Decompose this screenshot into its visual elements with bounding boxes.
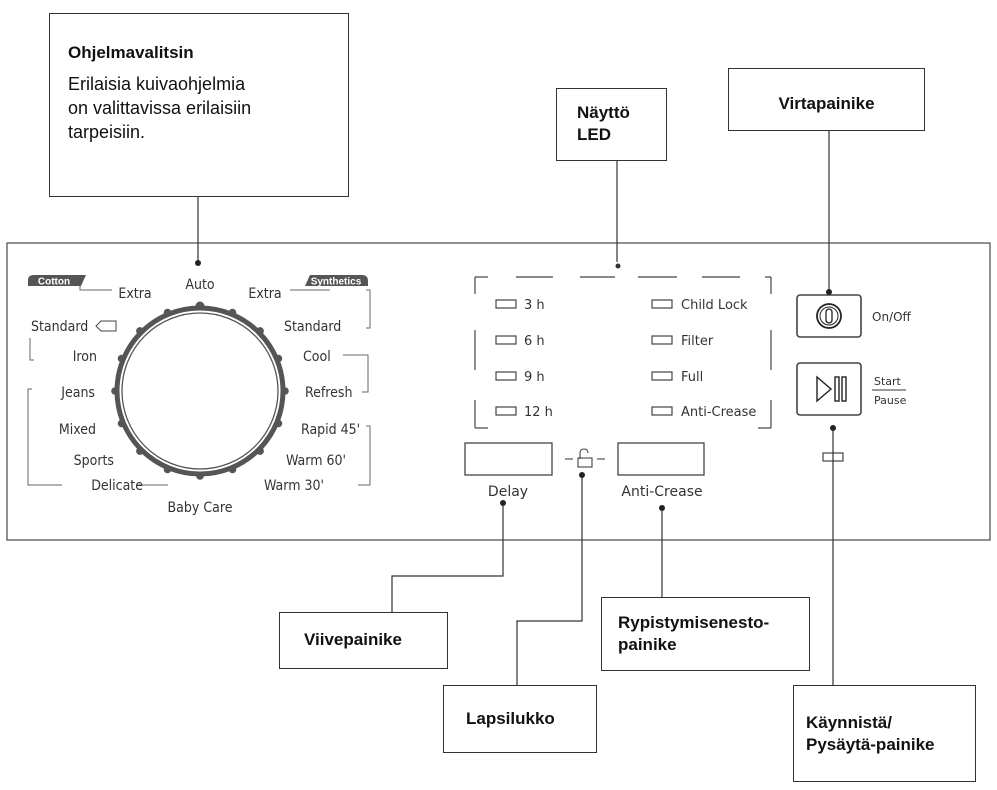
- callout-program-selector-line-2: on valittavissa erilaisiin: [68, 98, 252, 118]
- callout-anti-crease-line-1: Rypistymisenesto-: [618, 613, 770, 632]
- callout-display-line-2: LED: [577, 125, 611, 144]
- callout-child-lock-title: Lapsilukko: [466, 709, 555, 728]
- callout-anti-crease-line-2: painike: [618, 635, 677, 654]
- callout-program-selector-line-1: Erilaisia kuivaohjelmia: [68, 74, 246, 94]
- power-button[interactable]: [796, 294, 862, 338]
- callout-power-button: Virtapainike: [728, 68, 925, 131]
- program-dial[interactable]: [114, 305, 286, 477]
- led-label-9h: 9 h: [524, 370, 545, 385]
- program-standard-right: Standard: [284, 319, 341, 335]
- callout-program-selector: Ohjelmavalitsin Erilaisia kuivaohjelmia …: [49, 13, 349, 197]
- program-rapid45: Rapid 45': [301, 422, 360, 438]
- led-label-child-lock: Child Lock: [681, 298, 748, 313]
- program-warm30: Warm 30': [264, 478, 324, 494]
- dial-dot: [136, 447, 144, 455]
- dial-dot: [256, 447, 264, 455]
- dial-dot: [274, 354, 283, 363]
- synthetics-label: Synthetics: [311, 277, 362, 288]
- program-jeans: Jeans: [60, 385, 95, 401]
- dial-group-brackets: [27, 280, 371, 486]
- callout-child-lock: Lapsilukko: [443, 685, 597, 753]
- dial-dot: [163, 308, 172, 317]
- child-lock-icon: [565, 448, 605, 468]
- led-label-12h: 12 h: [524, 405, 553, 420]
- dial-dot: [274, 419, 283, 428]
- program-babycare: Baby Care: [168, 500, 233, 516]
- led-label-full: Full: [681, 370, 703, 385]
- dial-dot: [228, 308, 237, 317]
- anti-crease-button-label: Anti-Crease: [621, 484, 702, 500]
- program-sports: Sports: [74, 453, 114, 469]
- callout-start-pause-line-1: Käynnistä/: [806, 713, 892, 732]
- cotton-tab: [28, 275, 86, 286]
- anti-crease-button[interactable]: [617, 442, 705, 476]
- led-3h: [495, 299, 517, 309]
- led-label-filter: Filter: [681, 334, 714, 349]
- program-auto: Auto: [185, 277, 215, 293]
- program-warm60: Warm 60': [286, 453, 346, 469]
- program-iron: Iron: [73, 349, 97, 365]
- callout-start-pause-button: Käynnistä/ Pysäytä-painike: [793, 685, 976, 782]
- callout-program-selector-line-3: tarpeisiin.: [68, 122, 146, 142]
- dial-dot: [163, 465, 172, 474]
- program-mixed: Mixed: [59, 422, 96, 438]
- callout-delay-button-title: Viivepainike: [304, 630, 402, 649]
- tag-icon: [95, 320, 117, 332]
- program-extra-right: Extra: [248, 286, 281, 302]
- delay-button[interactable]: [464, 442, 553, 476]
- dial-dot: [196, 472, 204, 480]
- callout-program-selector-desc: Erilaisia kuivaohjelmia on valittavissa …: [68, 72, 348, 144]
- start-pause-button[interactable]: [796, 362, 862, 416]
- dial-dot: [281, 387, 289, 395]
- led-filter: [651, 335, 673, 345]
- leader-lines: [197, 130, 834, 685]
- callout-display: Näyttö LED: [556, 88, 667, 161]
- leader-dots: [195, 260, 836, 511]
- dial-position-dots: [111, 301, 289, 480]
- start-label: Start: [874, 375, 902, 388]
- led-anti-crease: [651, 406, 673, 416]
- led-full: [651, 371, 673, 381]
- dial-dot: [136, 327, 144, 335]
- synthetics-tab: [305, 275, 368, 286]
- led-label-anti-crease: Anti-Crease: [681, 405, 756, 420]
- program-standard-left: Standard: [31, 319, 88, 335]
- led-12h: [495, 406, 517, 416]
- callout-start-pause-line-2: Pysäytä-painike: [806, 735, 935, 754]
- program-refresh: Refresh: [305, 385, 352, 401]
- program-cool: Cool: [303, 349, 331, 365]
- display-pointer-dot: [615, 263, 621, 269]
- play-pause-icon: [816, 375, 847, 403]
- dial-dot: [256, 327, 264, 335]
- led-label-3h: 3 h: [524, 298, 545, 313]
- led-label-6h: 6 h: [524, 334, 545, 349]
- dial-dot: [117, 354, 126, 363]
- power-icon: [816, 303, 842, 329]
- dial-dot: [195, 301, 205, 311]
- power-button-label: On/Off: [872, 310, 912, 324]
- dial-dot: [111, 387, 119, 395]
- led-display-frame: [474, 276, 772, 429]
- dial-dot: [117, 419, 126, 428]
- led-child-lock: [651, 299, 673, 309]
- program-extra-left: Extra: [118, 286, 151, 302]
- callout-delay-button: Viivepainike: [279, 612, 448, 669]
- pause-label: Pause: [874, 394, 907, 407]
- callout-anti-crease-button: Rypistymisenesto- painike: [601, 597, 810, 671]
- delay-button-label: Delay: [488, 484, 528, 500]
- dial-dot: [228, 465, 237, 474]
- cotton-label: Cotton: [38, 277, 70, 288]
- callout-display-line-1: Näyttö: [577, 103, 630, 122]
- callout-power-button-title: Virtapainike: [778, 94, 875, 113]
- led-6h: [495, 335, 517, 345]
- callout-program-selector-title: Ohjelmavalitsin: [68, 43, 194, 62]
- program-delicate: Delicate: [91, 478, 143, 494]
- led-9h: [495, 371, 517, 381]
